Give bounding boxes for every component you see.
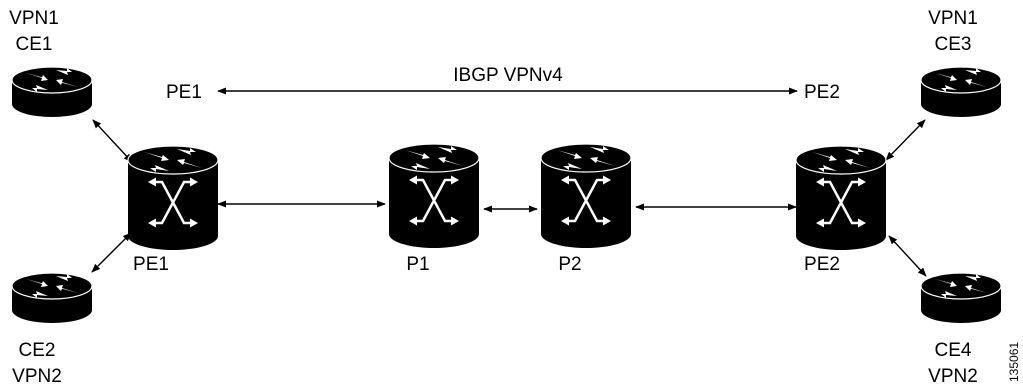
pe2-router-icon (794, 144, 888, 252)
p1-router-icon (387, 142, 481, 250)
p2-router-icon (539, 142, 633, 250)
pe1-router-icon (126, 144, 220, 252)
pe2-top-label: PE2 (804, 82, 840, 103)
ce2-vpn-label: VPN2 (12, 366, 62, 387)
pe2-label: PE2 (804, 254, 840, 275)
ce3-name-label: CE3 (935, 34, 972, 55)
ce1-name-label: CE1 (16, 34, 53, 55)
pe1-top-label: PE1 (166, 82, 202, 103)
ce2-router-icon (11, 272, 93, 324)
ce1-router-icon (11, 66, 93, 118)
ce4-router-icon (920, 272, 1002, 324)
ibgp-label: IBGP VPNv4 (453, 65, 563, 86)
ce2-name-label: CE2 (19, 340, 56, 361)
p2-label: P2 (558, 254, 581, 275)
link-pe2-ce3 (885, 119, 926, 161)
ce4-vpn-label: VPN2 (928, 366, 978, 387)
link-ce2-pe1 (91, 232, 132, 273)
pe1-label: PE1 (133, 254, 169, 275)
ce3-router-icon (920, 66, 1002, 118)
ce3-vpn-label: VPN1 (928, 8, 978, 29)
link-ce1-pe1 (92, 119, 133, 163)
figure-id: 135061 (1007, 342, 1021, 382)
ce4-name-label: CE4 (935, 340, 972, 361)
ce1-vpn-label: VPN1 (9, 8, 59, 29)
p1-label: P1 (406, 254, 429, 275)
link-pe2-ce4 (888, 235, 927, 277)
